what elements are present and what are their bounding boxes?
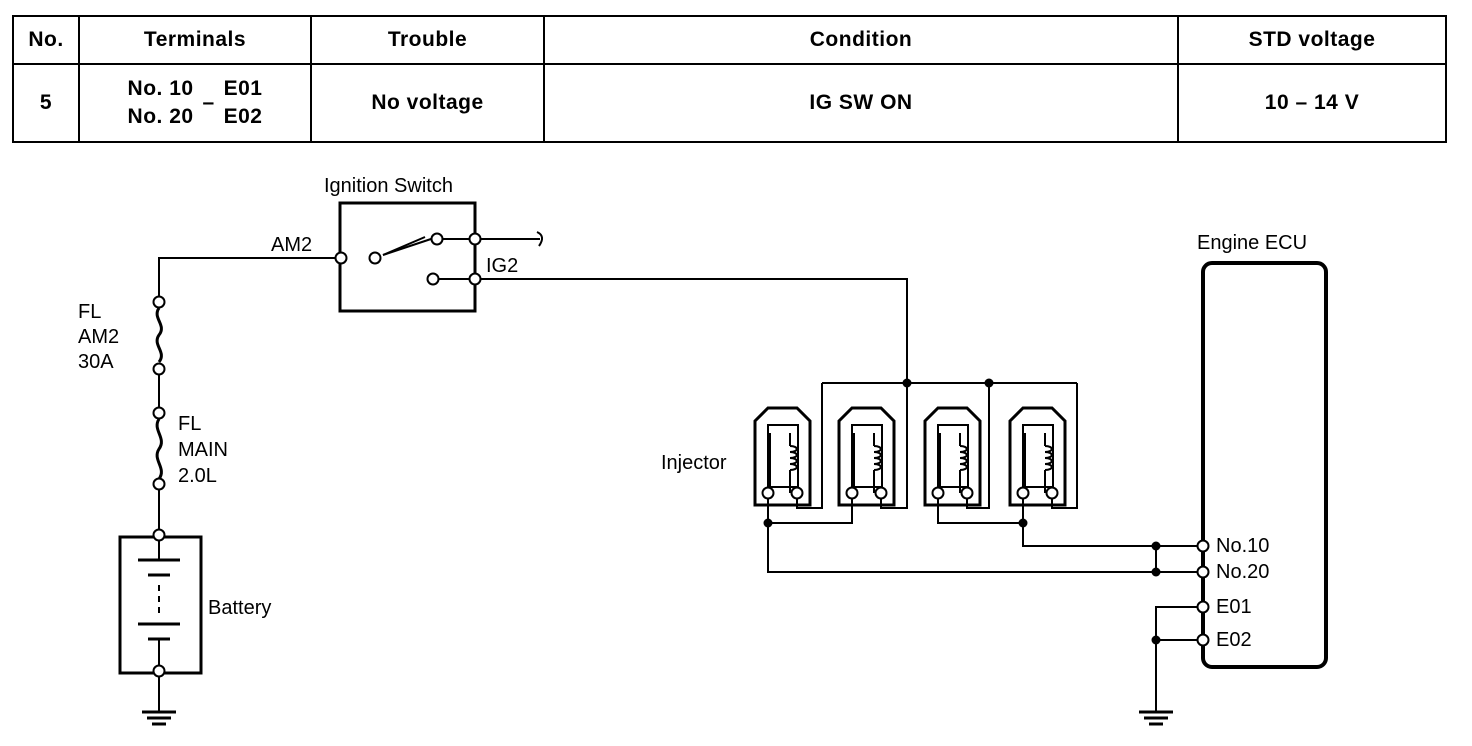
injector-4 <box>1008 406 1067 507</box>
ignition-switch-label: Ignition Switch <box>324 175 453 197</box>
coil-icon <box>789 445 798 471</box>
ecu-terminal-no20: No.20 <box>1216 561 1269 583</box>
supply-branch: FL AM2 30A FL MAIN 2.0L <box>78 257 335 530</box>
header-trouble: Trouble <box>310 15 545 65</box>
injector-label: Injector <box>661 452 727 474</box>
am2-terminal <box>334 251 348 265</box>
am2-wire <box>158 257 335 298</box>
table-row: 5 No. 10 No. 20 – E01 E02 No voltage IG … <box>12 63 1447 143</box>
header-no: No. <box>12 15 80 65</box>
battery-label: Battery <box>208 597 271 619</box>
fuse-main-label-1: FL <box>178 413 201 435</box>
fuse-main-label-2: MAIN <box>178 439 228 461</box>
injector-2 <box>837 406 896 507</box>
cell-trouble: No voltage <box>310 63 545 143</box>
wire-break-icon <box>536 231 543 247</box>
cell-terminals: No. 10 No. 20 – E01 E02 <box>78 63 312 143</box>
switch-pivot-terminal <box>368 251 382 265</box>
ig2-label: IG2 <box>486 255 518 277</box>
am2-label: AM2 <box>271 234 312 256</box>
header-condition: Condition <box>543 15 1179 65</box>
ignition-switch-box <box>338 201 477 313</box>
ig2-wire <box>480 278 908 383</box>
injector-3 <box>923 406 982 507</box>
coil-icon <box>873 445 882 471</box>
fuse-main-label-3: 2.0L <box>178 465 217 487</box>
ecu-label: Engine ECU <box>1197 232 1307 254</box>
cell-condition: IG SW ON <box>543 63 1179 143</box>
battery: Battery <box>118 528 271 726</box>
ecu-terminal-no10: No.10 <box>1216 535 1269 557</box>
terminal-no10: No. 10 <box>127 77 194 100</box>
ground-icon <box>142 710 176 726</box>
no10-wire <box>1022 523 1197 547</box>
injector-group: Injector <box>661 378 1197 577</box>
cell-std-voltage: 10 – 14 V <box>1177 63 1447 143</box>
fuse-main-icon <box>155 418 163 480</box>
terminal-e01: E01 <box>223 77 263 100</box>
fuse-am2-icon <box>155 307 163 363</box>
ig2-terminal <box>468 272 482 286</box>
ignition-switch: Ignition Switch AM2 IG2 <box>271 175 543 313</box>
ground-icon <box>1139 710 1173 726</box>
coil-icon <box>1044 445 1053 471</box>
ecu-terminal-e01: E01 <box>1216 596 1252 618</box>
fuse-am2-label-2: AM2 <box>78 326 119 348</box>
ecu-ground-wire <box>1155 606 1197 712</box>
spec-table: No. Terminals Trouble Condition STD volt… <box>12 15 1447 143</box>
ecu-box <box>1201 261 1328 669</box>
header-terminals: Terminals <box>78 15 312 65</box>
ecu-terminal-e02: E02 <box>1216 629 1252 651</box>
fuse-am2-label-3: 30A <box>78 351 114 373</box>
battery-box <box>118 535 203 675</box>
terminal-e02: E02 <box>223 105 263 128</box>
engine-ecu: Engine ECU No.10 No.20 E01 E02 <box>1139 232 1328 726</box>
terminal-dash: – <box>202 91 215 114</box>
coil-icon <box>959 445 968 471</box>
no20-wire <box>767 498 1197 573</box>
table-header-row: No. Terminals Trouble Condition STD volt… <box>12 15 1447 65</box>
terminal-no20: No. 20 <box>127 105 194 128</box>
cell-no: 5 <box>12 63 80 143</box>
fuse-am2-label-1: FL <box>78 301 101 323</box>
injector-1 <box>753 406 812 507</box>
header-std-voltage: STD voltage <box>1177 15 1447 65</box>
